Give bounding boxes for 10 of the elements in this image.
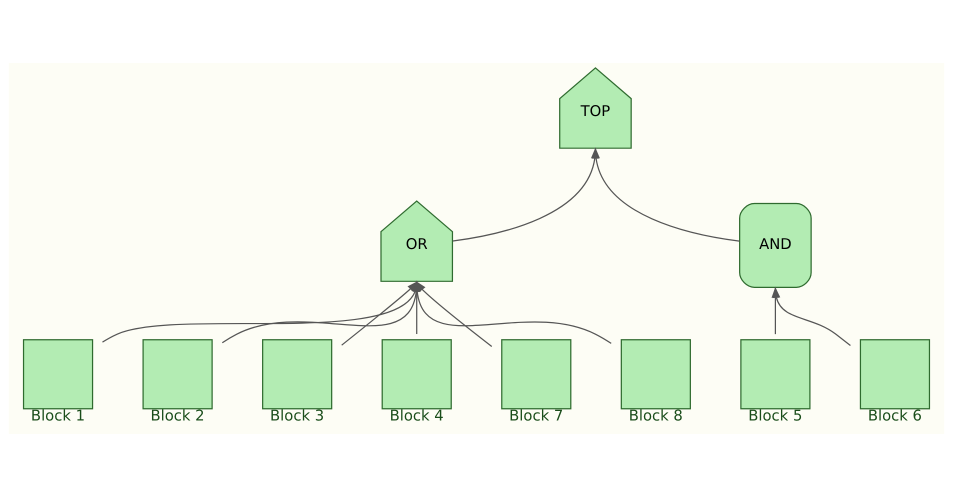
node-label: Block 5 [748,408,802,425]
node-label: Block 1 [30,408,86,425]
node-label: Block 7 [509,408,564,425]
node-label: Block 3 [270,408,324,425]
arrow [592,147,740,242]
node-label: Block 2 [150,408,205,425]
node-label: Block 8 [628,408,683,425]
node-label: Block 4 [390,408,444,425]
node-label: Block 6 [868,408,922,425]
node-box: AND [739,202,812,288]
